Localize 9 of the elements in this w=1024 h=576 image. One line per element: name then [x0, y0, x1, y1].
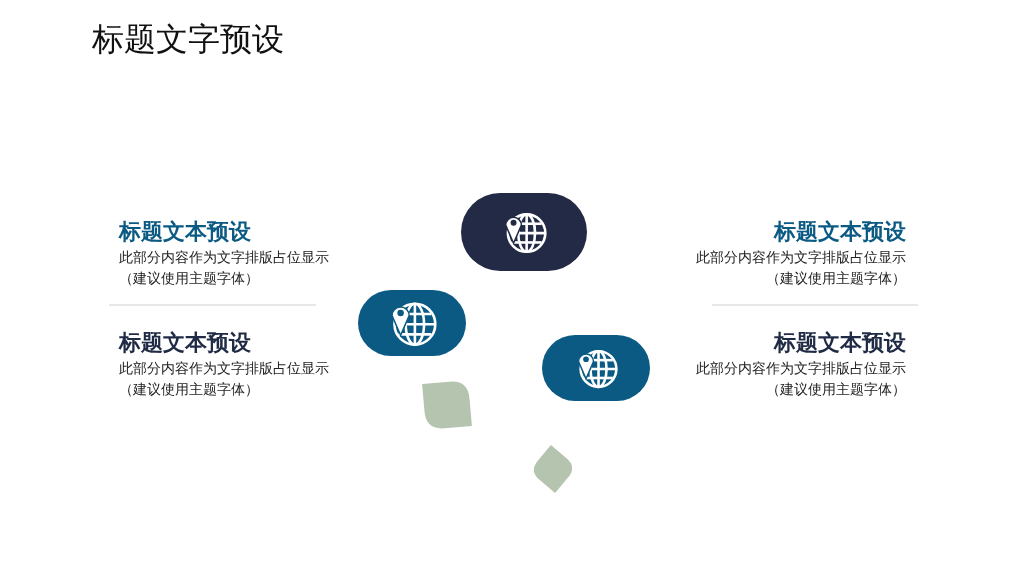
body-text: 此部分内容作为文字排版占位显示（建议使用主题字体） — [695, 359, 906, 399]
heading-text: 标题文本预设 — [774, 329, 906, 357]
heading-text: 标题文本预设 — [119, 329, 251, 357]
heading-text: 标题文本预设 — [119, 218, 251, 246]
body-text: 此部分内容作为文字排版占位显示（建议使用主题字体） — [119, 248, 330, 288]
body-text: 此部分内容作为文字排版占位显示（建议使用主题字体） — [119, 359, 330, 399]
heading-text: 标题文本预设 — [774, 218, 906, 246]
slide-title: 标题文字预设 — [92, 19, 284, 60]
body-text: 此部分内容作为文字排版占位显示（建议使用主题字体） — [695, 248, 906, 288]
